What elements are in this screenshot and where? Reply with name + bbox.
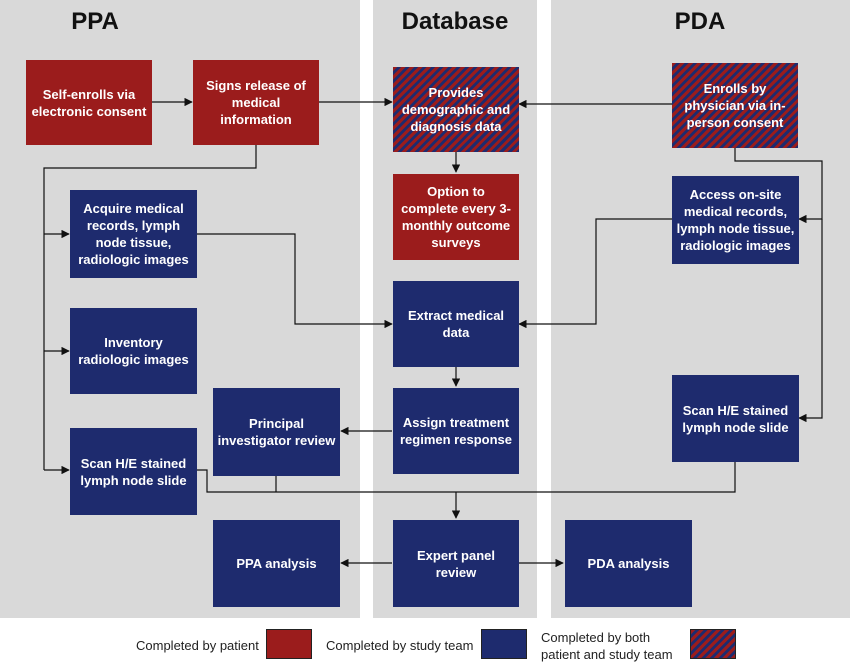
node-extract-data: Extract medical data [393,281,519,367]
legend-swatch-both [690,629,736,659]
node-signs-release: Signs release of medical information [193,60,319,145]
node-self-enroll-label: Self-enrolls via electronic consent [31,86,147,119]
node-signs-release-label: Signs release of medical information [206,78,306,127]
node-extract-data-label: Extract medical data [407,308,505,340]
node-scan-he-ppa-label: Scan H/E stained lymph node slide [80,455,187,488]
node-ppa-analysis: PPA analysis [213,520,340,607]
node-acquire-records: Acquire medical records, lymph node tiss… [70,190,197,278]
node-enrolls-physician: Enrolls by physician via in-person conse… [672,63,798,148]
lane-title-ppa: PPA [71,8,119,35]
node-provides-demographic: Provides demographic and diagnosis data [393,67,519,152]
node-scan-he-pda: Scan H/E stained lymph node slide [672,375,799,462]
legend-label-patient: Completed by patient [136,638,259,653]
node-acquire-records-label: Acquire medical records, lymph node tiss… [78,201,189,267]
node-inventory-images: Inventory radiologic images [70,308,197,394]
node-enrolls-physician-label: Enrolls by physician via in-person conse… [684,81,786,130]
legend-swatch-patient [266,629,312,659]
legend-label-both: Completed by both patient and study team [541,630,673,662]
node-ppa-analysis-label: PPA analysis [236,556,317,571]
node-principal-review-label: Principal investigator review [217,416,336,448]
node-scan-he-ppa: Scan H/E stained lymph node slide [70,428,197,515]
lane-title-pda: PDA [674,8,726,35]
legend-label-study-team: Completed by study team [326,638,474,653]
lane-title-database: Database [401,8,509,35]
node-self-enroll: Self-enrolls via electronic consent [26,60,152,145]
node-inventory-images-label: Inventory radiologic images [78,335,189,367]
legend-swatch-study-team [481,629,527,659]
node-option-surveys: Option to complete every 3-monthly outco… [393,174,519,260]
node-access-onsite-label: Access on-site medical records, lymph no… [676,187,795,253]
node-scan-he-pda-label: Scan H/E stained lymph node slide [682,402,789,435]
node-option-surveys-label: Option to complete every 3-monthly outco… [401,184,511,250]
node-pda-analysis-label: PDA analysis [587,556,670,571]
node-access-onsite: Access on-site medical records, lymph no… [672,176,799,264]
node-expert-panel: Expert panel review [393,520,519,607]
node-assign-treatment-label: Assign treatment regimen response [400,415,512,447]
node-principal-review: Principal investigator review [213,388,340,476]
node-provides-demographic-label: Provides demographic and diagnosis data [401,85,511,134]
node-pda-analysis: PDA analysis [565,520,692,607]
node-assign-treatment: Assign treatment regimen response [393,388,519,474]
node-expert-panel-label: Expert panel review [416,547,496,580]
